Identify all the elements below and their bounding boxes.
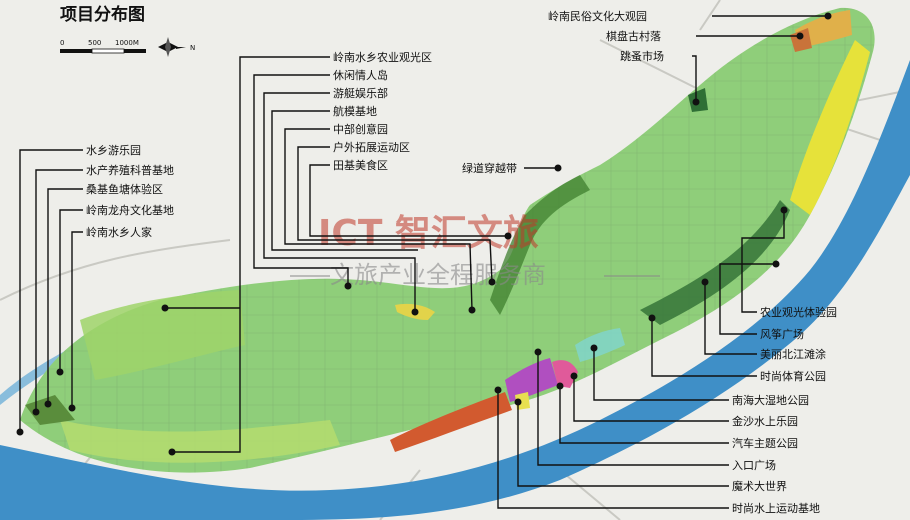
zone-north-riverside xyxy=(640,200,790,325)
zone-magic xyxy=(505,358,558,402)
label-outdoor-expansion: 户外拓展运动区 xyxy=(333,140,410,154)
zone-wetland xyxy=(575,328,625,362)
label-model-aircraft-base: 航模基地 xyxy=(333,104,377,118)
label-aquaculture-science-base: 水产养殖科普基地 xyxy=(86,163,174,177)
watermark-brand: ICT 智汇文旅 xyxy=(318,213,539,254)
label-agri-experience-park: 农业观光体验园 xyxy=(760,305,837,319)
label-folk-culture-park: 岭南民俗文化大观园 xyxy=(548,9,647,23)
labels-top-right: 岭南民俗文化大观园 棋盘古村落 跳蚤市场 绿道穿越带 xyxy=(462,9,664,175)
label-magic-world: 魔术大世界 xyxy=(732,479,787,493)
label-field-food-area: 田基美食区 xyxy=(333,158,388,172)
zone-south-strip xyxy=(60,420,340,463)
svg-text:0: 0 xyxy=(60,39,64,47)
labels-left: 水乡游乐园 水产养殖科普基地 桑基鱼塘体验区 岭南龙舟文化基地 岭南水乡人家 xyxy=(86,144,174,239)
zone-entrance xyxy=(515,392,530,410)
label-yacht-club: 游艇娱乐部 xyxy=(333,86,388,100)
zone-west-tip xyxy=(25,395,75,425)
page-title: 项目分布图 xyxy=(60,4,145,25)
label-car-theme-park: 汽车主题公园 xyxy=(732,436,798,450)
zone-lingnan-agri xyxy=(80,290,245,380)
label-central-creative-park: 中部创意园 xyxy=(333,122,388,136)
north-arrow-icon: N xyxy=(158,37,195,57)
label-entrance-plaza: 入口广场 xyxy=(732,458,776,472)
island-texture xyxy=(20,7,875,473)
zone-red-waterfront xyxy=(390,392,512,452)
labels-right: 农业观光体验园 风筝广场 美丽北江滩涂 时尚体育公园 xyxy=(760,305,837,383)
labels-top-center: 岭南水乡农业观光区 休闲情人岛 游艇娱乐部 航模基地 中部创意园 户外拓展运动区… xyxy=(333,50,432,172)
label-flea-market: 跳蚤市场 xyxy=(620,49,664,63)
watermark: ICT 智汇文旅 文旅产业全程服务商 xyxy=(290,213,660,289)
label-chessboard-village: 棋盘古村落 xyxy=(606,29,661,43)
label-water-town-playground: 水乡游乐园 xyxy=(86,144,141,157)
label-greenway-belt: 绿道穿越带 xyxy=(462,161,517,175)
label-beigang-beach: 美丽北江滩涂 xyxy=(760,347,826,361)
zone-chess-village xyxy=(790,28,812,52)
labels-bottom-right: 南海大湿地公园 金沙水上乐园 汽车主题公园 入口广场 魔术大世界 时尚水上运动基… xyxy=(732,393,820,515)
zone-greenway xyxy=(490,175,590,315)
label-lingnan-agri-sightseeing: 岭南水乡农业观光区 xyxy=(333,50,432,64)
river xyxy=(0,60,910,520)
scale-bar: 0 500 1000M xyxy=(60,39,146,54)
leader-lines xyxy=(19,15,828,509)
leader-dots xyxy=(16,12,832,456)
label-nanhai-wetland: 南海大湿地公园 xyxy=(732,393,809,407)
label-lover-island: 休闲情人岛 xyxy=(333,68,388,82)
zone-car-park xyxy=(552,360,578,388)
svg-text:500: 500 xyxy=(88,39,101,47)
label-water-town-homes: 岭南水乡人家 xyxy=(86,225,152,239)
label-jinsha-water-park: 金沙水上乐园 xyxy=(732,414,798,428)
label-dragon-boat-base: 岭南龙舟文化基地 xyxy=(86,203,174,217)
watermark-slogan: 文旅产业全程服务商 xyxy=(330,261,546,289)
svg-text:N: N xyxy=(190,44,195,52)
zone-yellow-belt xyxy=(790,40,870,215)
label-mulberry-fishpond: 桑基鱼塘体验区 xyxy=(86,182,163,196)
label-sports-park: 时尚体育公园 xyxy=(760,369,826,383)
svg-text:1000M: 1000M xyxy=(115,39,139,47)
label-kite-square: 风筝广场 xyxy=(760,327,804,341)
label-water-sports-base: 时尚水上运动基地 xyxy=(732,501,820,515)
